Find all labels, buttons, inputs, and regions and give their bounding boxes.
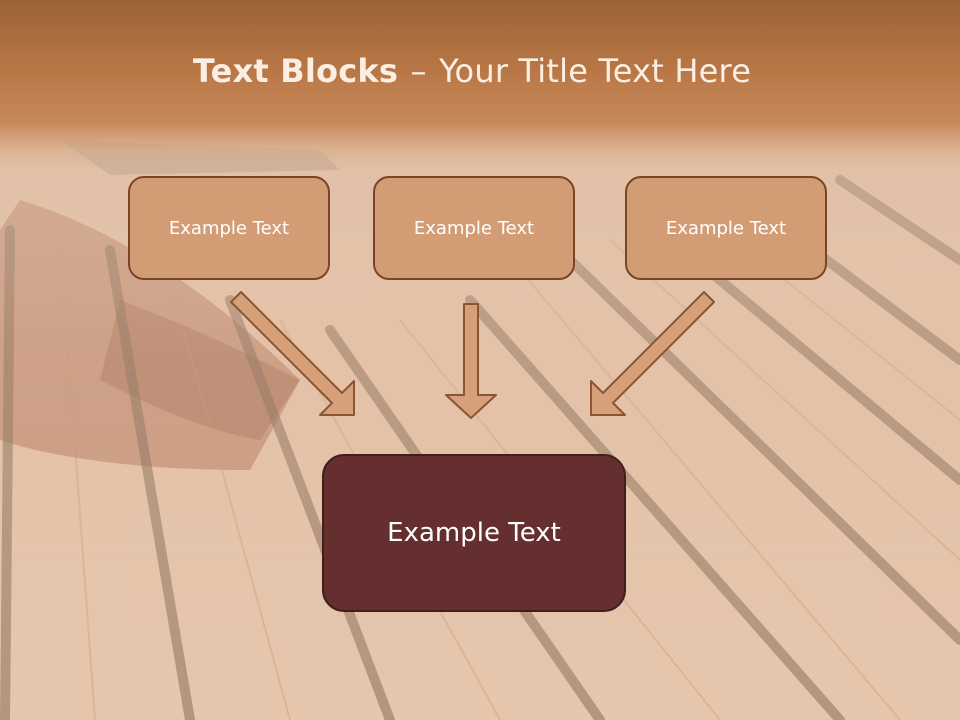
target-text-block[interactable]: Example Text (322, 454, 626, 612)
target-text-block-label: Example Text (387, 518, 561, 548)
text-block-2[interactable]: Example Text (373, 176, 575, 280)
title-rest-text: Your Title Text Here (439, 52, 752, 90)
title-bold-text: Text Blocks (192, 52, 399, 90)
slide-title: Text Blocks – Your Title Text Here (0, 52, 944, 90)
text-block-1[interactable]: Example Text (128, 176, 330, 280)
text-block-2-label: Example Text (413, 217, 535, 239)
text-block-1-label: Example Text (168, 217, 290, 239)
title-dash: – (410, 52, 427, 90)
text-block-3-label: Example Text (665, 217, 787, 239)
text-block-3[interactable]: Example Text (625, 176, 827, 280)
title-bar (0, 0, 960, 170)
